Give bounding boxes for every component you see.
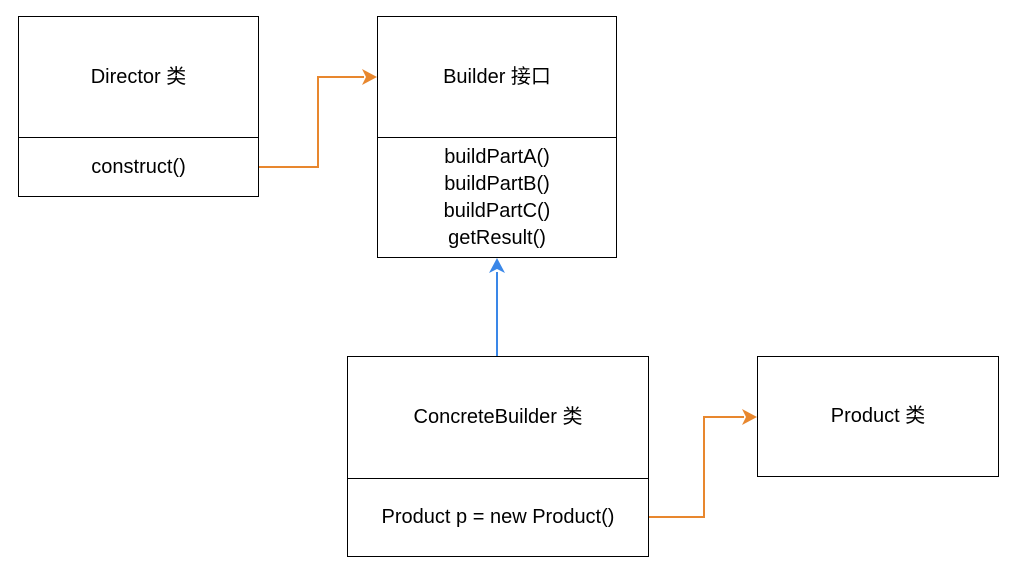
builder-interface-box: Builder 接口 buildPartA() buildPartB() bui… (377, 16, 617, 258)
concrete-to-product-arrow (649, 409, 757, 518)
builder-interface-title: Builder 接口 (443, 65, 551, 88)
director-method-construct: construct() (19, 137, 258, 196)
product-class-title: Product 类 (830, 405, 926, 427)
builder-method-buildpartb: buildPartB() (444, 172, 550, 195)
concrete-to-builder-arrow (489, 258, 505, 356)
product-class-box: Product 类 (757, 356, 999, 477)
builder-method-buildpartc: buildPartC() (443, 199, 551, 222)
builder-method-buildparta: buildPartA() (444, 145, 550, 168)
director-to-builder-arrow (259, 69, 377, 168)
director-class-box: Director 类 construct() (18, 16, 259, 197)
builder-methods: buildPartA() buildPartB() buildPartC() g… (378, 137, 616, 257)
builder-method-getresult: getResult() (448, 226, 546, 249)
concrete-builder-member-product: Product p = new Product() (348, 478, 648, 556)
concrete-builder-class-title: ConcreteBuilder 类 (413, 406, 583, 428)
concrete-builder-class-box: ConcreteBuilder 类 Product p = new Produc… (347, 356, 649, 557)
director-class-title: Director 类 (90, 65, 187, 88)
